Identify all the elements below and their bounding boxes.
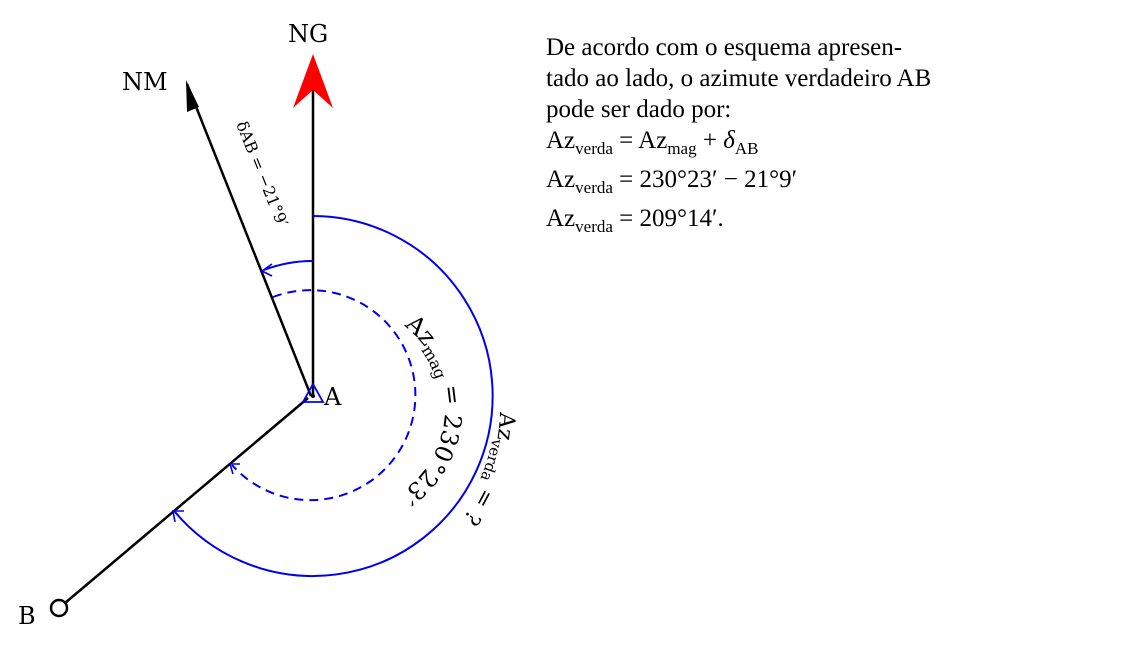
label-a: A [323, 383, 342, 411]
point-b-circle-icon [49, 598, 69, 618]
point-a-triangle-icon [301, 382, 325, 403]
declination-arc-arrowhead-icon [260, 263, 273, 277]
label-ng: NG [288, 20, 328, 48]
magnetic-azimuth-arc [231, 289, 417, 502]
magnetic-north-line [185, 83, 313, 397]
declination-label: δAB = −21°9′ [232, 118, 292, 229]
geographic-north-arrow-icon [293, 54, 333, 108]
true-azimuth-arc [174, 215, 494, 577]
ab-line [64, 397, 309, 604]
text-line-1: De acordo com o esquema apresen- [546, 34, 903, 61]
label-b: B [18, 602, 36, 630]
true-azimuth-arrowhead-icon [172, 510, 184, 523]
point-a-dot [311, 394, 315, 398]
declination-arc [263, 259, 314, 271]
text-line-2: tado ao lado, o azimute verdadeiro AB [546, 65, 932, 92]
magnetic-north-arrow-icon [186, 80, 199, 112]
magnetic-azimuth-arrowhead-icon [228, 463, 240, 475]
text-line-3: pode ser dado por: [546, 96, 732, 123]
explanation-text: De acordo com o esquema apresen- tado ao… [546, 32, 1106, 242]
label-nm: NM [122, 68, 168, 96]
equation-2: Azverda = 230°23′ − 21°9′ [546, 166, 798, 197]
equation-1: Azverda = Azmag + δAB [546, 127, 759, 158]
equation-3: Azverda = 209°14′. [546, 205, 724, 236]
